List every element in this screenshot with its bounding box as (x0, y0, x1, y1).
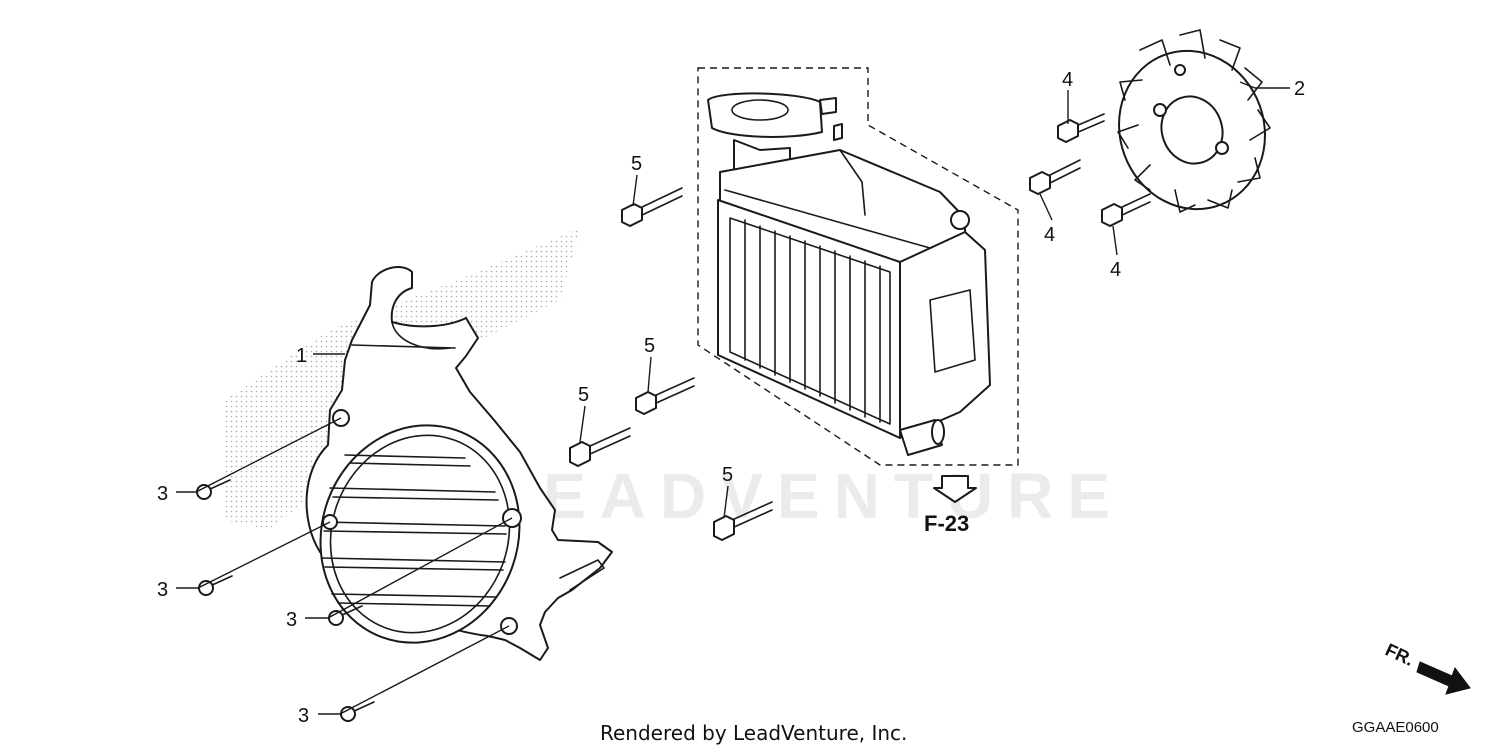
reference-label[interactable]: F-23 (924, 511, 969, 536)
callout-5-left: 5 (578, 384, 589, 406)
flange-bolt-5-top[interactable] (621, 187, 683, 227)
diagram-code: GGAAE0600 (1352, 719, 1439, 736)
watermark-text: LEADVENTURE (490, 460, 1124, 532)
callout-4-top: 4 (1062, 69, 1073, 91)
flange-bolt-5-left[interactable] (569, 427, 631, 467)
flange-bolt-4-left[interactable] (1029, 159, 1081, 195)
callout-2: 2 (1294, 78, 1305, 100)
radiator-assembly[interactable] (697, 67, 1019, 466)
reference-arrow[interactable] (933, 475, 977, 503)
callout-5-mid: 5 (644, 335, 655, 357)
leader-lines (176, 81, 1290, 715)
flange-bolt-4-top[interactable] (1057, 113, 1105, 143)
callout-5-lower: 5 (722, 464, 733, 486)
callout-4-left: 4 (1044, 224, 1055, 246)
cooling-fan-part[interactable] (1097, 29, 1287, 230)
flange-bolt-4-bottom[interactable] (1101, 193, 1151, 227)
flange-bolt-5-lower[interactable] (713, 501, 773, 541)
footer-credit: Rendered by LeadVenture, Inc. (600, 721, 907, 745)
callout-3-b: 3 (157, 579, 168, 601)
callout-3-a: 3 (157, 483, 168, 505)
front-arrow-icon (1416, 661, 1471, 695)
callout-4-bottom: 4 (1110, 259, 1121, 281)
front-label: FR. (1382, 639, 1417, 669)
callout-3-c: 3 (286, 609, 297, 631)
flange-bolt-5-mid[interactable] (635, 377, 695, 415)
callout-1: 1 (296, 345, 307, 367)
callout-5-top: 5 (631, 153, 642, 175)
callout-3-d: 3 (298, 705, 309, 727)
